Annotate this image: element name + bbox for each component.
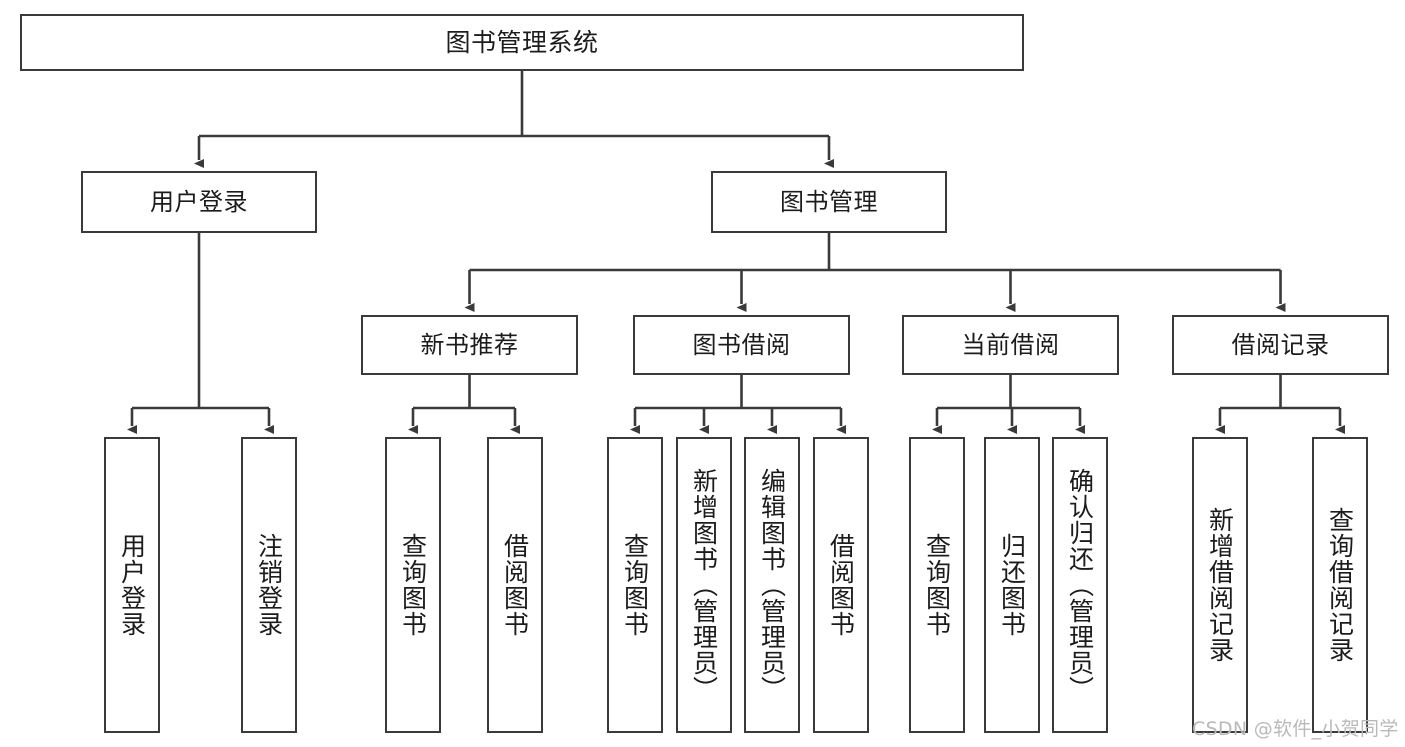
leaf-logout[interactable]: 注销登录	[241, 437, 297, 733]
leaf-edit-book-admin[interactable]: 编辑图书（管理员）	[744, 437, 800, 733]
node-label: 图书借阅	[692, 330, 791, 359]
leaf-borrow-book-1[interactable]: 借阅图书	[487, 437, 543, 733]
node-label: 借阅图书	[500, 533, 530, 637]
node-label: 图书管理系统	[445, 27, 599, 57]
node-borrowing-records[interactable]: 借阅记录	[1172, 315, 1389, 375]
node-book-borrowing[interactable]: 图书借阅	[633, 315, 850, 375]
leaf-add-borrowing-record[interactable]: 新增借阅记录	[1192, 437, 1248, 733]
leaf-query-book-3[interactable]: 查询图书	[909, 437, 965, 733]
node-label: 图书管理	[780, 187, 878, 216]
node-label: 确认归还（管理员）	[1065, 468, 1095, 702]
node-root-book-management-system[interactable]: 图书管理系统	[20, 14, 1024, 71]
node-label: 当前借阅	[961, 330, 1060, 359]
leaf-return-book[interactable]: 归还图书	[984, 437, 1040, 733]
node-label: 新增图书（管理员）	[689, 468, 719, 702]
node-label: 用户登录	[117, 533, 147, 637]
node-label: 用户登录	[150, 187, 248, 216]
leaf-borrow-book-2[interactable]: 借阅图书	[813, 437, 869, 733]
node-label: 新增借阅记录	[1205, 507, 1235, 663]
leaf-user-login[interactable]: 用户登录	[104, 437, 160, 733]
node-label: 查询图书	[620, 533, 650, 637]
leaf-query-book-2[interactable]: 查询图书	[607, 437, 663, 733]
node-label: 归还图书	[997, 533, 1027, 637]
node-label: 借阅记录	[1231, 330, 1330, 359]
node-label: 注销登录	[254, 533, 284, 637]
leaf-add-book-admin[interactable]: 新增图书（管理员）	[676, 437, 732, 733]
node-label: 查询借阅记录	[1325, 507, 1355, 663]
node-new-book-recommendation[interactable]: 新书推荐	[361, 315, 578, 375]
leaf-query-borrowing-record[interactable]: 查询借阅记录	[1312, 437, 1368, 733]
node-label: 查询图书	[922, 533, 952, 637]
node-label: 借阅图书	[826, 533, 856, 637]
node-user-login[interactable]: 用户登录	[81, 171, 317, 233]
leaf-query-book-1[interactable]: 查询图书	[385, 437, 441, 733]
node-current-borrowing[interactable]: 当前借阅	[902, 315, 1119, 375]
csdn-watermark: CSDN @软件_小贺同学	[1192, 718, 1399, 740]
node-label: 新书推荐	[420, 330, 519, 359]
node-book-management[interactable]: 图书管理	[711, 171, 947, 233]
node-label: 查询图书	[398, 533, 428, 637]
node-label: 编辑图书（管理员）	[757, 468, 787, 702]
leaf-confirm-return-admin[interactable]: 确认归还（管理员）	[1052, 437, 1108, 733]
